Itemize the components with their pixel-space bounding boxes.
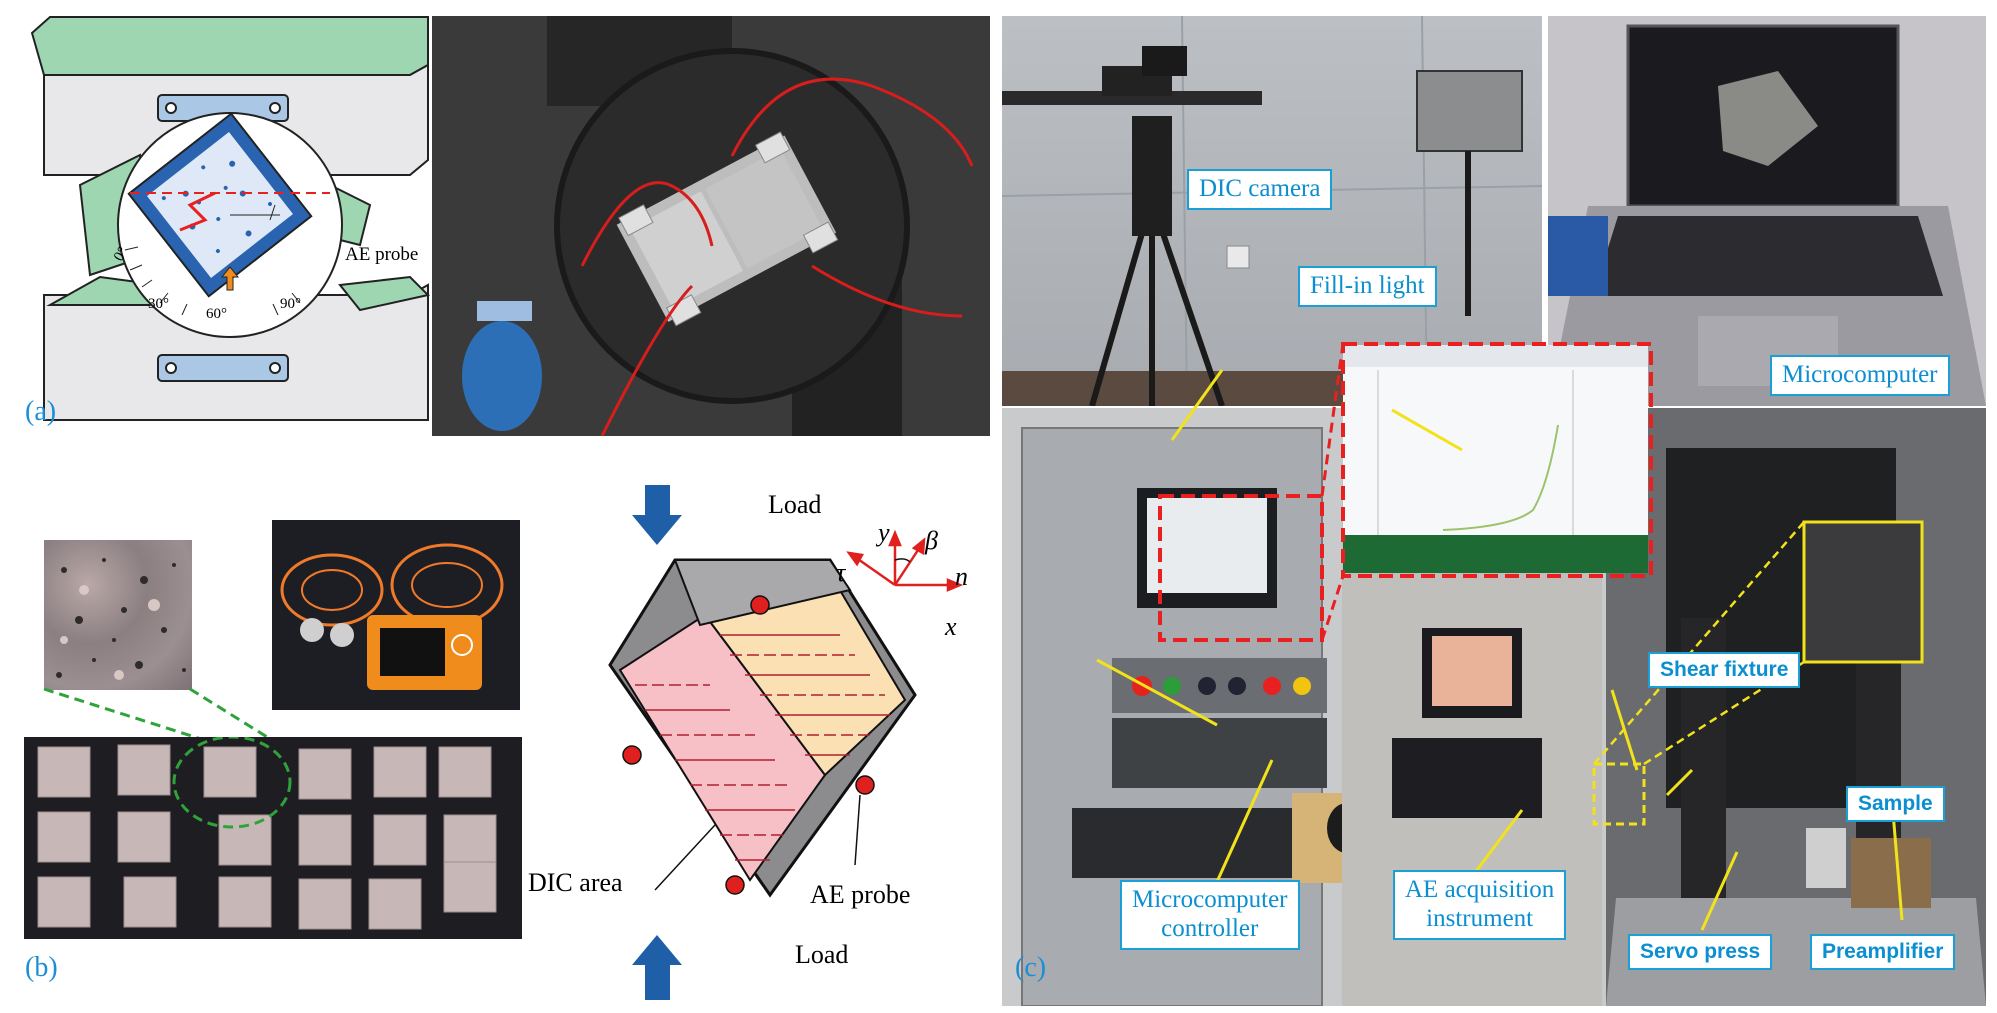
angle-60-label: 60°: [206, 306, 227, 322]
microcomputer-controller-callout: Microcomputer controller: [1120, 880, 1300, 950]
angle-30-label: 30°: [148, 296, 169, 312]
angle-90-label: 90°: [280, 296, 301, 312]
fill-in-light-callout: Fill-in light: [1298, 266, 1437, 307]
panel-a-letter: (a): [25, 396, 57, 427]
axis-tau-label: τ: [836, 558, 846, 587]
zoom-dashed-lines: [43, 687, 281, 747]
dic-area-label: DIC area: [528, 868, 623, 897]
servo-press-callout: Servo press: [1628, 934, 1773, 971]
panel-b-letter: (b): [25, 952, 58, 983]
load-top-label: Load: [768, 490, 822, 519]
ae-probe-label-a: AE probe: [345, 244, 419, 265]
sample-callout: Sample: [1846, 786, 1945, 823]
ae-instrument-photo: [272, 520, 520, 710]
shear-fixture-callout: Shear fixture: [1648, 652, 1801, 689]
dic-setup-photo: [1002, 16, 1542, 406]
granite-sample-closeup: [44, 540, 192, 690]
axis-beta-label: β: [925, 526, 938, 555]
load-bottom-label: Load: [795, 940, 849, 969]
microcomputer-callout: Microcomputer: [1770, 355, 1950, 396]
shear-test-photo: [432, 16, 990, 436]
ae-acquisition-callout: AE acquisition instrument: [1393, 870, 1567, 940]
axis-n-label: n: [955, 562, 968, 591]
software-screenshot-inset: [1343, 345, 1648, 573]
microcomputer-photo: [1548, 16, 1986, 406]
ae-probe-label-b: AE probe: [810, 880, 911, 909]
dic-camera-callout: DIC camera: [1187, 169, 1333, 210]
granite-samples-photo: [24, 737, 522, 939]
axis-y-label: y: [878, 518, 890, 547]
preamplifier-callout: Preamplifier: [1810, 934, 1956, 971]
axis-x-label: x: [945, 612, 957, 641]
shear-block-schematic: [608, 485, 964, 1000]
panel-a-schematic: [30, 16, 430, 421]
panel-c-letter: (c): [1015, 952, 1047, 983]
